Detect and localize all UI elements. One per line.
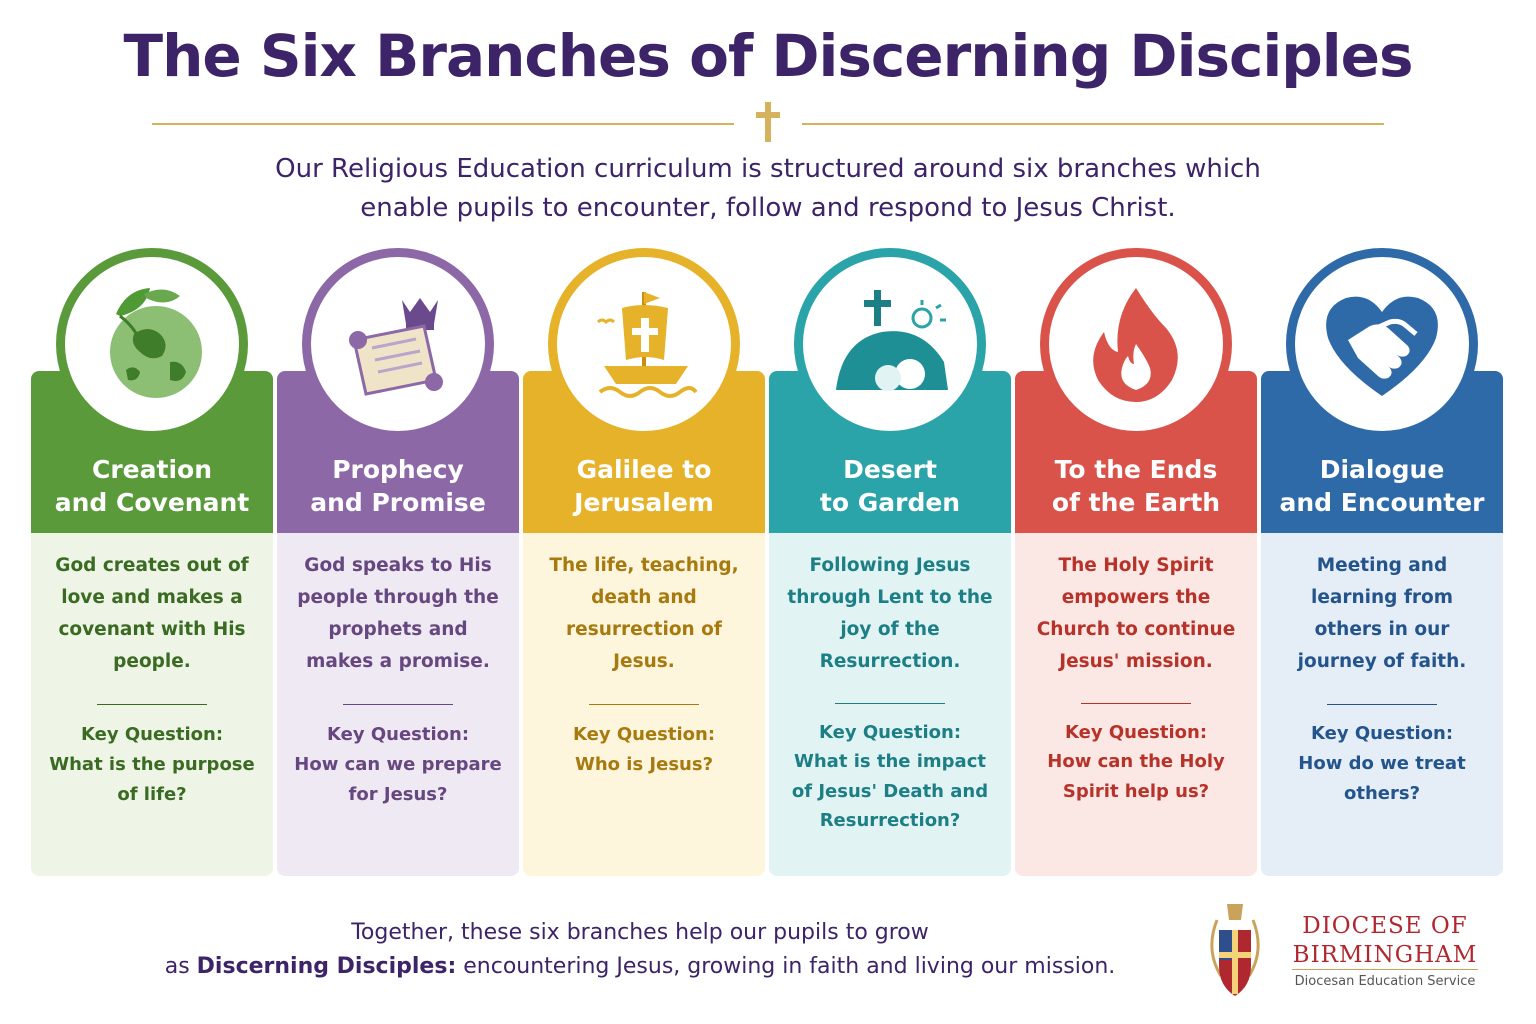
scroll-and-crown-icon	[349, 298, 443, 396]
branch-title: Desert to Garden	[819, 455, 961, 517]
branch-title: Dialogue and Encounter	[1279, 455, 1485, 517]
key-question: How can the Holy Spirit help us?	[1047, 751, 1225, 802]
title-divider-left	[152, 123, 734, 125]
branch-icon-circle	[1286, 248, 1478, 440]
branch-icon-circle	[548, 248, 740, 440]
branch-title: Creation and Covenant	[54, 455, 250, 517]
branch-divider	[97, 704, 207, 705]
key-question: Who is Jesus?	[574, 754, 714, 775]
key-question-label: Key Question:	[1064, 722, 1208, 743]
cross-ornament-icon	[756, 102, 780, 142]
key-question: What is the purpose of life?	[49, 754, 255, 805]
key-question-label: Key Question:	[1310, 723, 1454, 744]
intro-line-2: enable pupils to encounter, follow and r…	[360, 193, 1176, 223]
branch-icon-circle	[1040, 248, 1232, 440]
diocese-crest-icon	[1210, 904, 1260, 996]
branch-description: Following Jesus through Lent to the joy …	[787, 555, 993, 672]
branch-divider	[1081, 703, 1191, 704]
branch-divider	[343, 704, 453, 705]
footer-line-2-rest: encountering Jesus, growing in faith and…	[456, 954, 1116, 979]
branch-divider	[1327, 704, 1437, 705]
intro-line-1: Our Religious Education curriculum is st…	[275, 154, 1261, 184]
logo-line-1: DIOCESE OF	[1302, 913, 1468, 939]
empty-tomb-and-cross-icon	[836, 290, 948, 391]
boat-with-cross-sail-icon	[596, 292, 698, 398]
key-question-label: Key Question:	[80, 724, 224, 745]
branch-description: God creates out of love and makes a cove…	[55, 555, 249, 672]
footer-line-2: as Discerning Disciples: encountering Je…	[140, 950, 1140, 984]
branch-icon-circle	[302, 248, 494, 440]
branch-icon-circle	[794, 248, 986, 440]
branch-icon-circle	[56, 248, 248, 440]
key-question-label: Key Question:	[326, 724, 470, 745]
logo-line-2: BIRMINGHAM	[1292, 942, 1478, 968]
branch-card-creation-and-covenant: Creation and Covenant God creates out of…	[31, 248, 273, 878]
logo-divider	[1292, 969, 1478, 970]
branch-body	[769, 533, 1011, 876]
branch-description: The life, teaching, death and resurrecti…	[549, 555, 739, 672]
intro-text: Our Religious Education curriculum is st…	[168, 150, 1368, 228]
branch-divider	[835, 703, 945, 704]
key-question: What is the impact of Jesus' Death and R…	[791, 751, 989, 831]
globe-with-leaves-icon	[110, 288, 202, 398]
footer-highlight: Discerning Disciples:	[196, 954, 457, 979]
logo-subtitle: Diocesan Education Service	[1294, 974, 1476, 989]
branch-card-galilee-to-jerusalem: Galilee to Jerusalem The life, teaching,…	[523, 248, 765, 878]
branch-title: Galilee to Jerusalem	[574, 455, 714, 517]
branch-description: The Holy Spirit empowers the Church to c…	[1036, 555, 1236, 672]
key-question: How can we prepare for Jesus?	[294, 754, 502, 805]
branch-card-to-the-ends-of-the-earth: To the Ends of the Earth The Holy Spirit…	[1015, 248, 1257, 878]
footer-text: Together, these six branches help our pu…	[140, 916, 1140, 984]
branch-card-dialogue-and-encounter: Dialogue and Encounter Meeting and learn…	[1261, 248, 1503, 878]
key-question: How do we treat others?	[1298, 753, 1466, 804]
key-question-label: Key Question:	[572, 724, 716, 745]
title-divider-right	[802, 123, 1384, 125]
key-question-label: Key Question:	[818, 722, 962, 743]
branch-title: Prophecy and Promise	[310, 455, 486, 517]
branch-card-desert-to-garden: Desert to Garden Following Jesus through…	[769, 248, 1011, 878]
branch-divider	[589, 704, 699, 705]
branch-card-prophecy-and-promise: Prophecy and Promise God speaks to His p…	[277, 248, 519, 878]
branch-body	[1015, 533, 1257, 876]
footer-line-1: Together, these six branches help our pu…	[351, 920, 929, 945]
handshake-heart-icon	[1326, 296, 1438, 396]
branch-description: God speaks to His people through the pro…	[297, 555, 499, 672]
branch-description: Meeting and learning from others in our …	[1297, 555, 1467, 672]
branch-title: To the Ends of the Earth	[1051, 455, 1221, 517]
logo-name: DIOCESE OF BIRMINGHAM	[1292, 912, 1478, 970]
footer-line-2-prefix: as	[164, 954, 197, 979]
flame-icon	[1093, 288, 1178, 402]
page-title: The Six Branches of Discerning Disciples	[123, 22, 1414, 90]
